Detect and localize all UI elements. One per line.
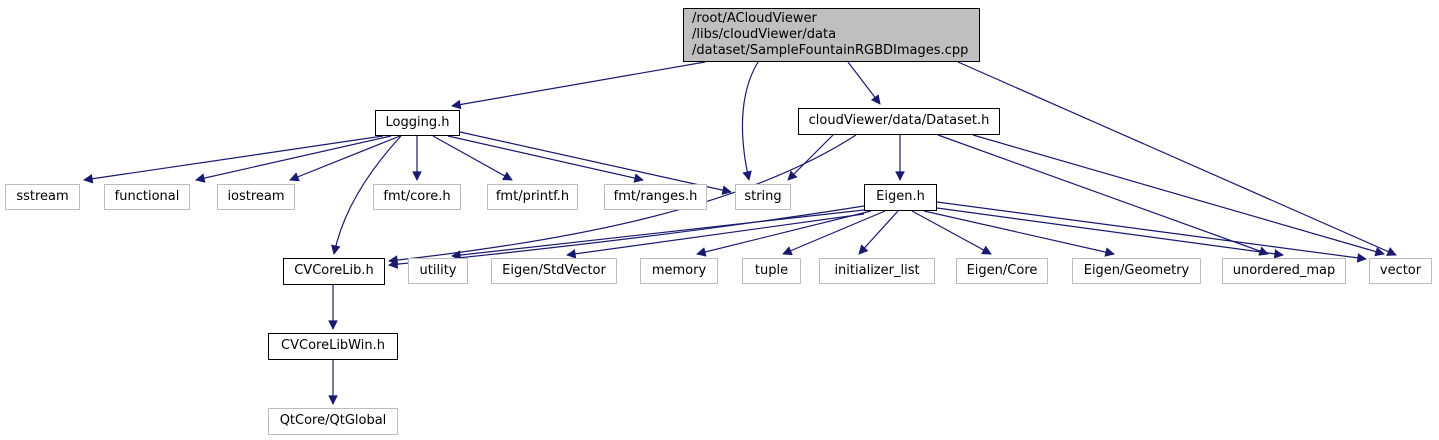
include-edge-eigen-to-eigencore	[911, 210, 992, 255]
graph-node-iostream: iostream	[217, 184, 295, 210]
graph-node-sstream: sstream	[5, 184, 80, 210]
include-edge-dataset-to-vector	[972, 134, 1385, 257]
include-edge-logging-to-string	[459, 131, 732, 195]
graph-node-logging[interactable]: Logging.h	[375, 110, 460, 136]
include-edge-eigen-to-utility	[451, 209, 865, 260]
include-edge-eigen-to-initlist	[858, 210, 899, 255]
graph-node-dataset[interactable]: cloudViewer/data/Dataset.h	[798, 108, 1000, 135]
include-edge-eigen-to-tuple	[782, 210, 886, 256]
graph-node-vector: vector	[1369, 258, 1432, 284]
include-edge-logging-to-functional	[195, 135, 392, 183]
graph-node-stdvector: Eigen/StdVector	[491, 258, 617, 284]
include-edge-eigen-to-vector	[936, 201, 1367, 263]
include-edge-logging-to-iostream	[289, 135, 401, 182]
graph-node-cvcorelib[interactable]: CVCoreLib.h	[283, 258, 385, 285]
graph-node-initlist: initializer_list	[819, 258, 935, 284]
graph-node-tuple: tuple	[742, 258, 801, 284]
graph-node-fmtranges: fmt/ranges.h	[604, 184, 707, 210]
include-edge-main-to-vector	[957, 61, 1397, 256]
include-edge-logging-to-cvcorelib	[331, 135, 402, 255]
graph-node-eigengeom: Eigen/Geometry	[1072, 258, 1201, 284]
graph-node-fmtprintf: fmt/printf.h	[487, 184, 578, 210]
include-edge-eigen-to-unorderedmap	[936, 207, 1284, 259]
graph-node-main: /root/ACloudViewer /libs/cloudViewer/dat…	[683, 8, 980, 62]
include-edge-dataset-to-unorderedmap	[937, 134, 1269, 256]
graph-node-memory: memory	[640, 258, 718, 284]
graph-node-string: string	[735, 184, 791, 210]
include-edge-main-to-logging	[451, 61, 706, 110]
include-edge-main-to-string	[741, 61, 759, 181]
include-edge-eigen-to-memory	[696, 210, 872, 257]
graph-node-unorderedmap: unordered_map	[1222, 258, 1346, 284]
graph-node-eigen[interactable]: Eigen.h	[864, 184, 937, 211]
graph-node-functional: functional	[104, 184, 190, 210]
include-edge-main-to-dataset	[847, 61, 881, 105]
include-edge-logging-to-fmtprintf	[432, 135, 513, 181]
include-edge-dataset-to-string	[787, 134, 834, 181]
graph-node-qtglobal: QtCore/QtGlobal	[268, 408, 398, 435]
include-edge-logging-to-fmtranges	[447, 135, 644, 183]
graph-node-utility: utility	[408, 258, 468, 284]
include-edge-eigen-to-eigengeom	[923, 210, 1115, 257]
include-edge-eigen-to-stdvector	[566, 213, 865, 259]
include-edge-eigen-to-cvcorelib	[388, 205, 865, 269]
include-edge-logging-to-sstream	[83, 135, 384, 184]
graph-node-fmtcore: fmt/core.h	[373, 184, 461, 210]
graph-node-eigencore: Eigen/Core	[956, 258, 1048, 284]
graph-node-cvcorelibwin[interactable]: CVCoreLibWin.h	[268, 333, 398, 360]
